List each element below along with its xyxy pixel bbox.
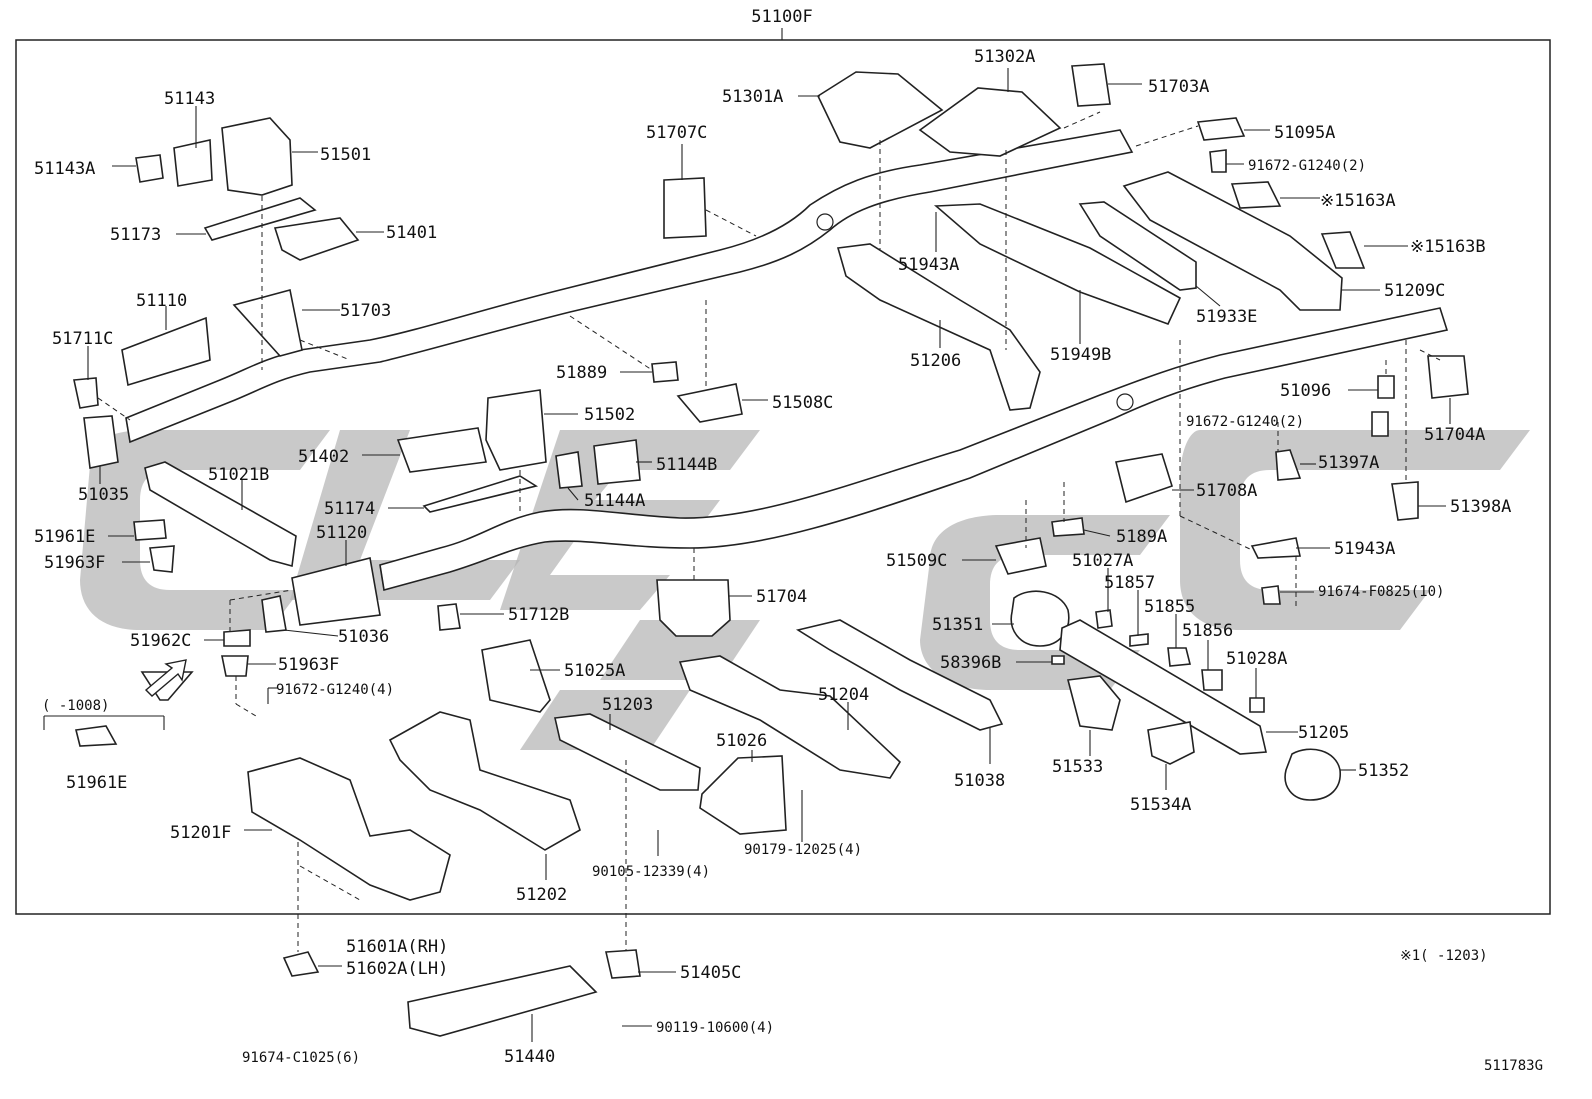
label-51704A: 51704A xyxy=(1424,425,1485,445)
label-51933E: 51933E xyxy=(1196,307,1257,327)
label-51961E-b: 51961E xyxy=(66,773,127,793)
label-51402: 51402 xyxy=(298,447,349,467)
label-51143: 51143 xyxy=(164,89,215,109)
label-51026: 51026 xyxy=(716,731,767,751)
main-part-label: 51100F xyxy=(751,7,812,27)
label-51943A-b: 51943A xyxy=(1334,539,1395,559)
leader-lines xyxy=(43,68,1451,1042)
label-51962C: 51962C xyxy=(130,631,191,651)
footnote: ※1( -1203) xyxy=(1400,948,1488,964)
label-51963F-a: 51963F xyxy=(44,553,105,573)
label-51144A: 51144A xyxy=(584,491,645,511)
dashed-guides xyxy=(97,111,1441,952)
label-58396B: 58396B xyxy=(940,653,1001,673)
label-51703A: 51703A xyxy=(1148,77,1209,97)
label-51857: 51857 xyxy=(1104,573,1155,593)
label-51025A: 51025A xyxy=(564,661,625,681)
label-51501: 51501 xyxy=(320,145,371,165)
label-91672-G1240-4: 91672-G1240(4) xyxy=(276,682,394,698)
part-shapes xyxy=(73,63,1469,1037)
label-51095A: 51095A xyxy=(1274,123,1335,143)
label-51943A-a: 51943A xyxy=(898,255,959,275)
label-91672-G1240-2a: 91672-G1240(2) xyxy=(1248,158,1366,174)
label-51711C: 51711C xyxy=(52,329,113,349)
label-15163A: ※15163A xyxy=(1320,191,1396,211)
label-51144B: 51144B xyxy=(656,455,717,475)
label-90105-12339: 90105-12339(4) xyxy=(592,864,710,880)
label-90119-10600: 90119-10600(4) xyxy=(656,1020,774,1036)
label-51704: 51704 xyxy=(756,587,807,607)
label-91674-C1025: 91674-C1025(6) xyxy=(242,1050,360,1066)
label-51173: 51173 xyxy=(110,225,161,245)
label-51401: 51401 xyxy=(386,223,437,243)
label-51206: 51206 xyxy=(910,351,961,371)
label-51534A: 51534A xyxy=(1130,795,1191,815)
label-51209C: 51209C xyxy=(1384,281,1445,301)
label-51205: 51205 xyxy=(1298,723,1349,743)
label-51602A: 51602A(LH) xyxy=(346,959,448,979)
label-51601A: 51601A(RH) xyxy=(346,937,448,957)
label-51889: 51889 xyxy=(556,363,607,383)
label-51201F: 51201F xyxy=(170,823,231,843)
label-91672-G1240-2b: 91672-G1240(2) xyxy=(1186,414,1304,430)
label-51502: 51502 xyxy=(584,405,635,425)
label-51143A: 51143A xyxy=(34,159,95,179)
label-51405C: 51405C xyxy=(680,963,741,983)
label-51301A: 51301A xyxy=(722,87,783,107)
label-51204: 51204 xyxy=(818,685,869,705)
label-51961E-a: 51961E xyxy=(34,527,95,547)
label-51856: 51856 xyxy=(1182,621,1233,641)
label-51120: 51120 xyxy=(316,523,367,543)
label-51508C: 51508C xyxy=(772,393,833,413)
label-51963F-b: 51963F xyxy=(278,655,339,675)
part-labels: 51143 51143A 51501 51173 51401 51110 517… xyxy=(34,47,1511,1067)
reference-code: 511783G xyxy=(1484,1058,1543,1074)
label-51351: 51351 xyxy=(932,615,983,635)
arrow-icon xyxy=(144,659,187,697)
label-51398A: 51398A xyxy=(1450,497,1511,517)
label-51028A: 51028A xyxy=(1226,649,1287,669)
label-51707C: 51707C xyxy=(646,123,707,143)
label-91674-F0825: 91674-F0825(10) xyxy=(1318,584,1444,600)
label-51352: 51352 xyxy=(1358,761,1409,781)
frame-enclosure-box xyxy=(15,39,1551,915)
label-51712B: 51712B xyxy=(508,605,569,625)
label-5189A: 5189A xyxy=(1116,527,1167,547)
label-51203: 51203 xyxy=(602,695,653,715)
label-51397A: 51397A xyxy=(1318,453,1379,473)
label-51035: 51035 xyxy=(78,485,129,505)
label-51036: 51036 xyxy=(338,627,389,647)
label-51509C: 51509C xyxy=(886,551,947,571)
label-51440: 51440 xyxy=(504,1047,555,1067)
label-51174: 51174 xyxy=(324,499,375,519)
label-51110: 51110 xyxy=(136,291,187,311)
label-15163B: ※15163B xyxy=(1410,237,1486,257)
label-51202: 51202 xyxy=(516,885,567,905)
label-90179-12025: 90179-12025(4) xyxy=(744,842,862,858)
label-51027A: 51027A xyxy=(1072,551,1133,571)
label-51533: 51533 xyxy=(1052,757,1103,777)
label-51703: 51703 xyxy=(340,301,391,321)
label-51302A: 51302A xyxy=(974,47,1035,67)
label-range-note: ( -1008) xyxy=(42,698,109,714)
label-51708A: 51708A xyxy=(1196,481,1257,501)
label-51855: 51855 xyxy=(1144,597,1195,617)
label-51096: 51096 xyxy=(1280,381,1331,401)
label-51021B: 51021B xyxy=(208,465,269,485)
label-51949B: 51949B xyxy=(1050,345,1111,365)
label-51038: 51038 xyxy=(954,771,1005,791)
